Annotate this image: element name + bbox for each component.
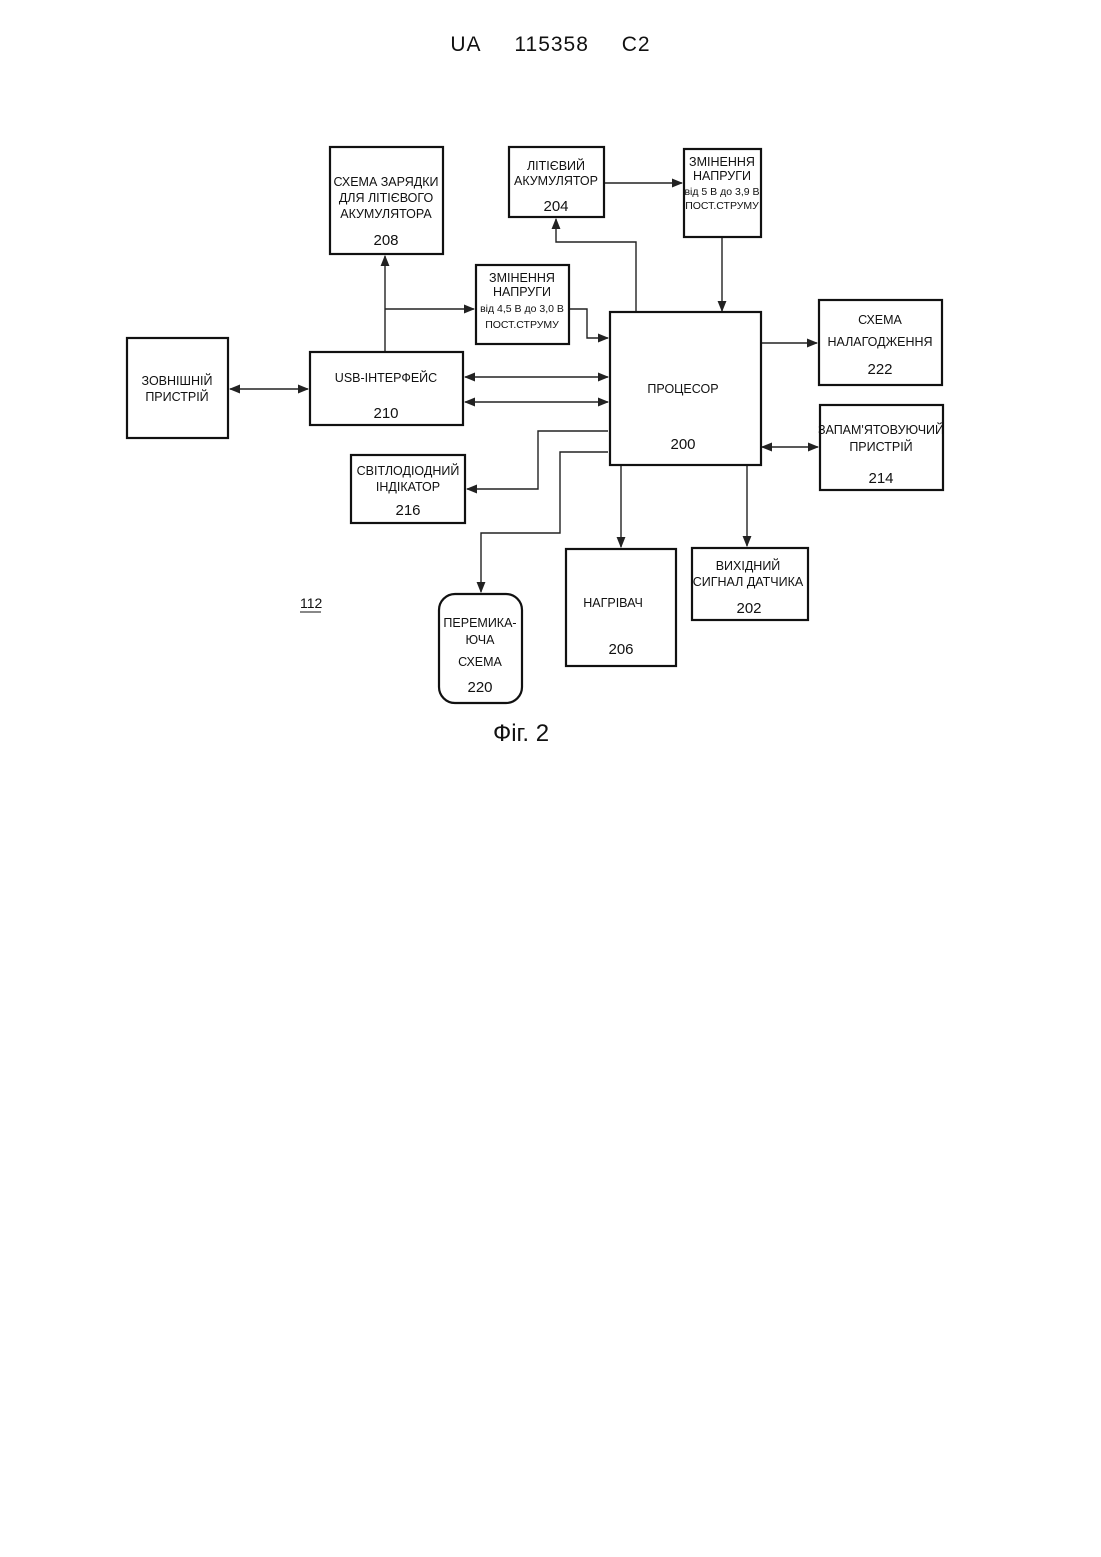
external-line-2: ПРИСТРІЙ [145, 389, 208, 404]
debug-line-2: НАЛАГОДЖЕННЯ [827, 335, 932, 349]
debug-line-1: СХЕМА [858, 313, 902, 327]
memory-line-1: ЗАПАМ'ЯТОВУЮЧИЙ [818, 422, 944, 437]
block-converter-mid: ЗМІНЕННЯ НАПРУГИ від 4,5 В до 3,0 В ПОСТ… [476, 265, 569, 344]
convtop-line-4: ПОСТ.СТРУМУ [685, 200, 759, 212]
led-line-2: ІНДІКАТОР [376, 480, 440, 494]
convmid-line-3: від 4,5 В до 3,0 В [480, 303, 564, 315]
block-charger: СХЕМА ЗАРЯДКИ ДЛЯ ЛІТІЄВОГО АКУМУЛЯТОРА … [330, 147, 443, 254]
charger-line-2: ДЛЯ ЛІТІЄВОГО [339, 191, 434, 205]
convmid-line-4: ПОСТ.СТРУМУ [485, 319, 559, 331]
convmid-line-2: НАПРУГИ [493, 285, 551, 299]
charger-line-1: СХЕМА ЗАРЯДКИ [334, 175, 439, 189]
battery-line-2: АКУМУЛЯТОР [514, 174, 598, 188]
link-convmid-processor [569, 309, 608, 338]
block-processor: ПРОЦЕСОР 200 [610, 312, 761, 465]
reference-numeral: 112 [300, 595, 323, 611]
battery-number: 204 [543, 198, 568, 215]
block-battery: ЛІТІЄВИЙ АКУМУЛЯТОР 204 [509, 147, 604, 217]
block-converter-top: ЗМІНЕННЯ НАПРУГИ від 5 В до 3,9 В ПОСТ.С… [684, 149, 761, 237]
block-sensor-output: ВИХІДНИЙ СИГНАЛ ДАТЧИКА 202 [692, 548, 808, 620]
switch-line-1: ПЕРЕМИКА- [443, 616, 516, 630]
battery-line-1: ЛІТІЄВИЙ [527, 158, 585, 173]
heater-line-1: НАГРІВАЧ [583, 596, 643, 610]
switch-number: 220 [467, 679, 492, 696]
block-led-indicator: СВІТЛОДІОДНИЙ ІНДІКАТОР 216 [351, 455, 465, 523]
memory-line-2: ПРИСТРІЙ [849, 439, 912, 454]
external-line-1: ЗОВНІШНІЙ [142, 373, 213, 388]
block-switch-circuit: ПЕРЕМИКА- ЮЧА СХЕМА 220 [439, 594, 522, 703]
usb-number: 210 [373, 405, 398, 422]
block-usb-interface: USB-ІНТЕРФЕЙС 210 [310, 352, 463, 425]
led-line-1: СВІТЛОДІОДНИЙ [357, 463, 460, 478]
sensor-number: 202 [736, 600, 761, 617]
convmid-line-1: ЗМІНЕННЯ [489, 271, 555, 285]
charger-number: 208 [373, 232, 398, 249]
sensor-line-2: СИГНАЛ ДАТЧИКА [693, 575, 804, 589]
memory-number: 214 [868, 470, 893, 487]
block-memory: ЗАПАМ'ЯТОВУЮЧИЙ ПРИСТРІЙ 214 [818, 405, 944, 490]
switch-line-3: СХЕМА [458, 655, 502, 669]
sensor-line-1: ВИХІДНИЙ [716, 558, 781, 573]
block-heater: НАГРІВАЧ 206 [566, 549, 676, 666]
figure-caption: Фіг. 2 [493, 720, 549, 747]
switch-line-2: ЮЧА [466, 633, 496, 647]
charger-line-3: АКУМУЛЯТОРА [340, 207, 432, 221]
led-number: 216 [395, 502, 420, 519]
convtop-line-3: від 5 В до 3,9 В [684, 186, 759, 198]
processor-line-1: ПРОЦЕСОР [647, 382, 718, 396]
convtop-line-1: ЗМІНЕННЯ [689, 155, 755, 169]
block-debug: СХЕМА НАЛАГОДЖЕННЯ 222 [819, 300, 942, 385]
convtop-line-2: НАПРУГИ [693, 169, 751, 183]
usb-line-1: USB-ІНТЕРФЕЙС [335, 370, 437, 385]
block-external-device: ЗОВНІШНІЙ ПРИСТРІЙ [127, 338, 228, 438]
link-processor-led [467, 431, 608, 489]
heater-number: 206 [608, 641, 633, 658]
debug-number: 222 [867, 361, 892, 378]
processor-number: 200 [670, 436, 695, 453]
